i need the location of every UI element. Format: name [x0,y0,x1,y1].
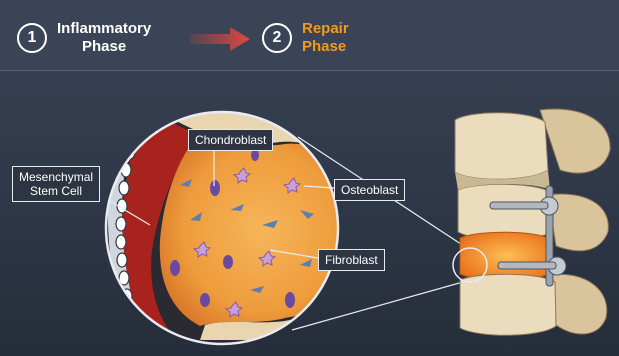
label-mesenchymal-stem-cell: Mesenchymal Stem Cell [12,166,100,202]
label-fibroblast: Fibroblast [318,249,385,271]
label-osteoblast: Osteoblast [334,179,405,201]
spine-illustration [455,109,610,335]
label-mesenchymal-line1: Mesenchymal [19,170,93,184]
label-chondroblast: Chondroblast [188,129,273,151]
label-mesenchymal-line2: Stem Cell [19,184,93,198]
